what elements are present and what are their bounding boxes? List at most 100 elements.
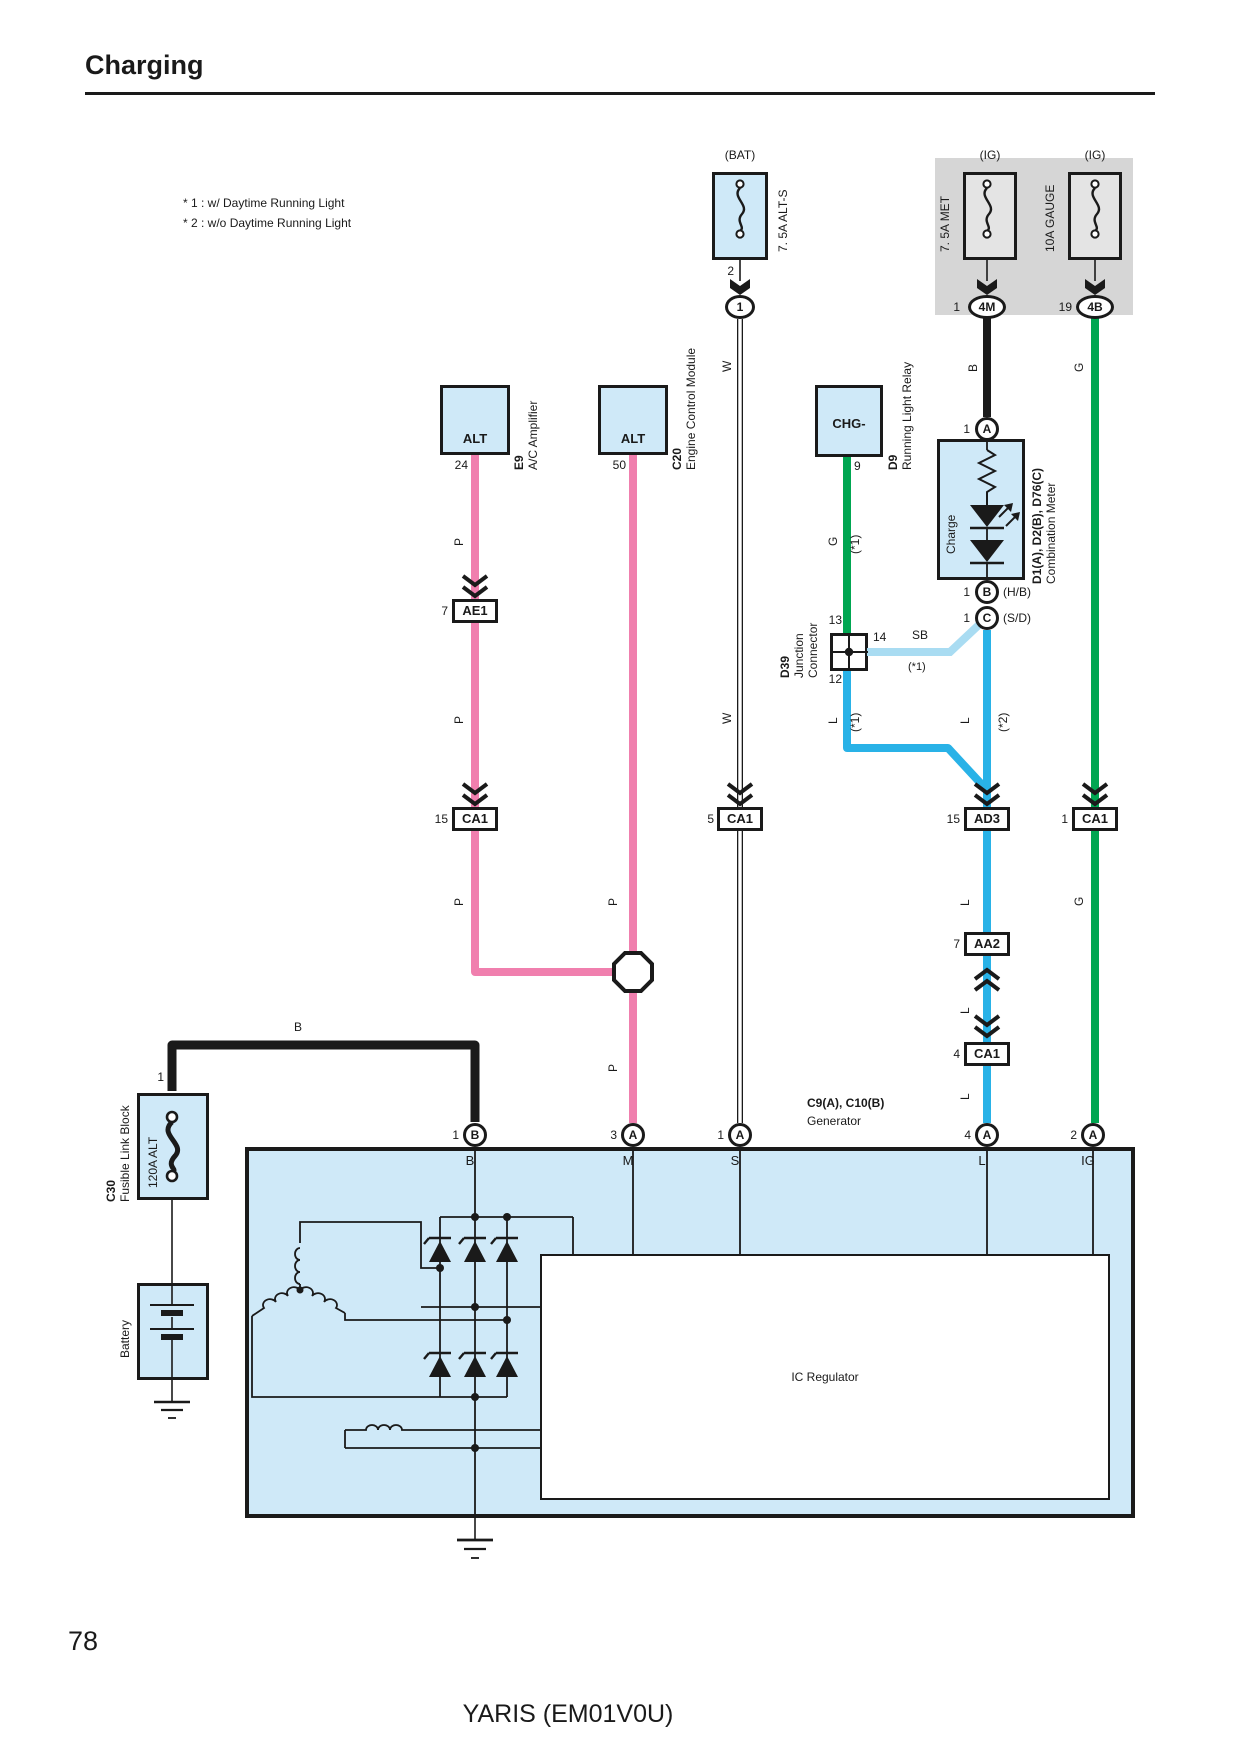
wire-label-p-5: P: [606, 1063, 620, 1072]
wire-label-l-ad3: L: [958, 899, 972, 906]
meter-terminal-a: A: [975, 417, 999, 441]
fusible-link-rating: 120A ALT: [146, 1136, 160, 1188]
d9-code: D9: [886, 454, 900, 470]
fuse-gauge-label: 10A GAUGE: [1043, 184, 1057, 252]
c20-pin: 50: [612, 458, 626, 472]
wire-label-g-upper: G: [1072, 362, 1086, 372]
wire-l1: [843, 671, 988, 791]
wire-note-sb: (*1): [908, 661, 926, 673]
gen-label-ig: IG: [1081, 1153, 1095, 1168]
battery-box: [137, 1283, 209, 1380]
connector-oval-4m: 4M: [968, 295, 1006, 319]
generator-code: C9(A), C10(B): [807, 1096, 885, 1110]
d39-pin-right: 14: [873, 630, 887, 644]
wire-p-e9: [471, 455, 613, 976]
wire-label-w-lower: W: [720, 712, 734, 724]
generator-ground: [457, 1538, 493, 1559]
d39-code: D39: [778, 655, 792, 678]
bat-source-label: (BAT): [724, 148, 756, 162]
wire-label-b-battery: B: [294, 1020, 303, 1034]
ig-source-label-met: (IG): [979, 148, 1001, 162]
gen-label-m: M: [622, 1153, 634, 1168]
connector-ae1: AE1: [452, 599, 498, 623]
charge-lamp-label: Charge: [944, 514, 958, 554]
chg-label: CHG-: [832, 416, 866, 431]
wire-label-w-upper: W: [720, 360, 734, 372]
connector-aa2: AA2: [964, 932, 1010, 956]
e9-name-label: E9 A/C Amplifier: [512, 401, 540, 470]
gen-label-s: S: [730, 1153, 740, 1168]
ac-amplifier-label: ALT: [462, 431, 488, 446]
ae1-num: 7: [441, 604, 448, 618]
wire-label-p-4: P: [606, 897, 620, 906]
meter-pin-a-num: 1: [963, 422, 970, 436]
footer-model: YARIS (EM01V0U): [462, 1700, 674, 1728]
chevron-connectors: [461, 574, 1109, 1039]
c30-name-label: C30 Fusible Link Block: [104, 1105, 132, 1202]
title-rule: [85, 92, 1155, 95]
connector-ca1-w: CA1: [717, 807, 763, 831]
fusible-link-symbol: [165, 1120, 180, 1174]
fuse-arrowheads: [730, 279, 1105, 295]
gen-term-ig-num: 2: [1070, 1128, 1077, 1142]
charge-lamp-circuit: [970, 441, 1019, 580]
gen-terminal-s: A: [728, 1123, 752, 1147]
connector-oval-4b: 4B: [1076, 295, 1114, 319]
c30-name: Fusible Link Block: [118, 1105, 132, 1202]
gen-term-s-num: 1: [717, 1128, 724, 1142]
wire-label-l-ca1: L: [958, 1093, 972, 1100]
wire-note-g-chg: (*1): [848, 534, 862, 554]
d39-name-label: D39 Junction Connector: [778, 623, 820, 678]
bat-pin: 2: [727, 264, 734, 278]
ic-regulator-box: [540, 1254, 1110, 1500]
wire-note-l1: (*1): [848, 712, 862, 732]
ic-regulator-label: IC Regulator: [791, 1370, 859, 1384]
gen-term-b-num: 1: [452, 1128, 459, 1142]
page-title: Charging: [85, 50, 204, 80]
c20-name: Engine Control Module: [684, 347, 698, 470]
c30-code: C30: [104, 1179, 118, 1202]
battery-ground: [154, 1400, 190, 1419]
fuse-met-label: 7. 5A MET: [938, 195, 952, 252]
connector-ad3: AD3: [964, 807, 1010, 831]
battery-label: Battery: [118, 1319, 132, 1358]
d9-name-label: D9 Running Light Relay: [886, 362, 914, 470]
meter-pin-c-num: 1: [963, 611, 970, 625]
c30-pin: 1: [157, 1070, 164, 1084]
d39-pin-bottom: 12: [828, 672, 842, 686]
gen-terminal-l: A: [975, 1123, 999, 1147]
e9-name: A/C Amplifier: [526, 400, 540, 470]
gen-terminal-m: A: [621, 1123, 645, 1147]
page-number: 78: [68, 1626, 99, 1656]
ca1-g-num: 1: [1061, 812, 1068, 826]
d39-name-2: Connector: [806, 622, 820, 678]
gen-label-l: L: [978, 1153, 986, 1168]
charge-lamp-diodes: [970, 503, 1020, 562]
running-light-relay-box: CHG-: [815, 385, 883, 457]
ca1-p-num: 15: [434, 812, 448, 826]
meter-name-label: D1(A), D2(B), D76(C) Combination Meter: [1030, 468, 1058, 584]
ac-amplifier-box: ALT: [440, 385, 510, 455]
wire-label-l1: L: [826, 717, 840, 724]
legend-line-1: * 1 : w/ Daytime Running Light: [183, 196, 345, 210]
gen-term-m-num: 3: [610, 1128, 617, 1142]
wire-label-l2: L: [958, 717, 972, 724]
wire-b-battery: [167, 1040, 480, 1122]
connector-ca1-l: CA1: [964, 1042, 1010, 1066]
wire-label-sb: SB: [912, 628, 929, 642]
ca1-l-num: 4: [953, 1047, 960, 1061]
gen-terminal-b: B: [463, 1123, 487, 1147]
meter-terminal-c: C: [975, 606, 999, 630]
generator-diodes: [423, 1236, 518, 1377]
wire-label-p-3: P: [452, 897, 466, 906]
ca1-w-num: 5: [707, 812, 714, 826]
meter-terminal-b: B: [975, 580, 999, 604]
wire-sb: [867, 618, 986, 656]
c20-name-label: C20 Engine Control Module: [670, 348, 698, 470]
engine-control-module-box: ALT: [598, 385, 668, 455]
connector-ca1-p: CA1: [452, 807, 498, 831]
generator-name: Generator: [807, 1114, 862, 1128]
ecm-label: ALT: [620, 431, 646, 446]
met-pin: 1: [953, 300, 960, 314]
ig-source-label-gauge: (IG): [1084, 148, 1106, 162]
